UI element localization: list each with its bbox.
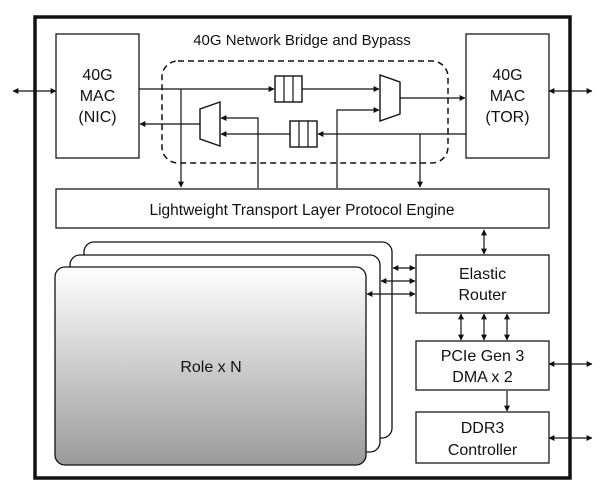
links-role-router <box>366 265 416 297</box>
transport-engine-block: Lightweight Transport Layer Protocol Eng… <box>55 188 550 229</box>
mac-nic-block: 40G MAC (NIC) <box>55 33 140 159</box>
ddr3-controller-block: DDR3 Controller <box>415 411 550 464</box>
pcie-dma-line1: PCIe Gen 3 <box>441 348 525 365</box>
links-router-pcie <box>458 313 510 341</box>
fpga-boundary <box>33 15 572 480</box>
mux-rx-icon <box>199 101 221 147</box>
bridge-bypass-region <box>161 60 449 164</box>
mac-nic-line3: (NIC) <box>78 109 116 126</box>
elastic-router-line2: Router <box>458 287 507 304</box>
bridge-title: 40G Network Bridge and Bypass <box>193 32 411 49</box>
ddr3-line2: Controller <box>448 442 518 459</box>
pcie-dma-line2: DMA x 2 <box>452 369 513 386</box>
role-label: Role x N <box>180 359 241 376</box>
mac-tor-block: 40G MAC (TOR) <box>465 33 550 159</box>
elastic-router-line1: Elastic <box>459 266 506 283</box>
bridge-datapaths <box>139 86 466 188</box>
mac-tor-line1: 40G <box>492 67 522 84</box>
pcie-dma-block: PCIe Gen 3 DMA x 2 <box>415 340 550 391</box>
transport-engine-label: Lightweight Transport Layer Protocol Eng… <box>149 202 454 219</box>
mac-nic-line2: MAC <box>80 88 116 105</box>
fifo-tx-icon <box>274 75 303 103</box>
role-stack: Role x N <box>54 241 393 466</box>
fifo-rx-icon <box>289 120 318 148</box>
mac-tor-line2: MAC <box>490 88 526 105</box>
elastic-router-block: Elastic Router <box>415 254 550 314</box>
mux-tx-icon <box>379 74 401 122</box>
ddr3-line1: DDR3 <box>461 420 505 437</box>
mac-tor-line3: (TOR) <box>485 109 529 126</box>
role-card-front <box>54 266 367 466</box>
mac-nic-line1: 40G <box>82 67 112 84</box>
